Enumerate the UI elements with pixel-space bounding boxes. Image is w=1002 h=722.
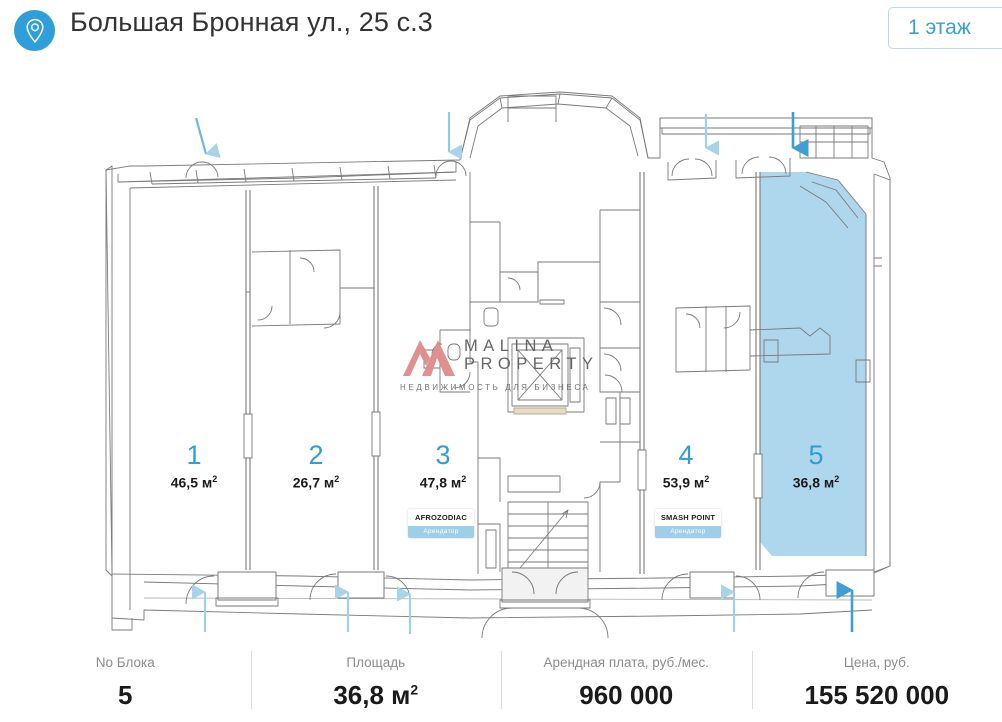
tenant-role: Арендатор <box>655 525 721 538</box>
tenant-role: Арендатор <box>408 525 474 538</box>
summary-column-area: Площадь 36,8 м2 <box>250 645 502 722</box>
summary-column-rent: Арендная плата, руб./мес. 960 000 <box>501 645 752 722</box>
floor-selector-badge[interactable]: 1 этаж <box>888 7 1002 49</box>
floor-plan-drawing <box>105 91 891 639</box>
summary-value: 960 000 <box>579 679 674 710</box>
summary-value: 5 <box>118 679 133 710</box>
unit-number: 1 <box>186 440 202 470</box>
summary-column-price: Цена, руб. 155 520 000 <box>751 645 1002 722</box>
unit-label-1[interactable]: 1 46,5 м2 <box>134 442 254 490</box>
tenant-badge-unit-3[interactable]: AFROZODIAC Арендатор <box>408 509 474 538</box>
unit-number: 2 <box>308 440 324 470</box>
unit-label-3[interactable]: 3 47,8 м2 <box>383 442 503 490</box>
summary-bar: No Блока 5 Площадь 36,8 м2 Арендная плат… <box>0 645 1002 722</box>
entrance-arrows <box>191 112 854 634</box>
unit-number: 5 <box>808 440 824 470</box>
map-pin-icon <box>14 10 55 51</box>
unit-label-5[interactable]: 5 36,8 м2 <box>756 442 876 490</box>
page-header: Большая Бронная ул., 25 с.3 1 этаж <box>0 0 1002 60</box>
summary-value: 36,8 м2 <box>333 679 419 710</box>
unit-area: 46,5 м2 <box>170 474 218 491</box>
unit-number: 4 <box>678 440 694 470</box>
summary-label: No Блока <box>95 655 155 670</box>
summary-label: Цена, руб. <box>843 655 910 670</box>
summary-label: Арендная плата, руб./мес. <box>543 655 710 670</box>
tenant-name: SMASH POINT <box>660 513 716 522</box>
unit-5-highlight <box>760 172 866 556</box>
unit-area: 53,9 м2 <box>662 474 710 491</box>
summary-column-block-number: No Блока 5 <box>0 645 251 722</box>
summary-label: Площадь <box>346 655 406 670</box>
summary-value: 155 520 000 <box>804 679 950 710</box>
unit-label-4[interactable]: 4 53,9 м2 <box>626 442 746 490</box>
unit-number: 3 <box>435 440 451 470</box>
unit-area: 26,7 м2 <box>292 474 340 491</box>
unit-label-2[interactable]: 2 26,7 м2 <box>256 442 376 490</box>
page-title: Большая Бронная ул., 25 с.3 <box>70 7 433 37</box>
tenant-badge-unit-4[interactable]: SMASH POINT Арендатор <box>655 509 721 538</box>
unit-area: 36,8 м2 <box>792 474 840 491</box>
unit-area: 47,8 м2 <box>419 474 467 491</box>
floor-plan-canvas[interactable]: MALINA PROPERTY НЕДВИЖИМОСТЬ ДЛЯ БИЗНЕСА… <box>0 62 1002 640</box>
tenant-name: AFROZODIAC <box>415 513 467 522</box>
